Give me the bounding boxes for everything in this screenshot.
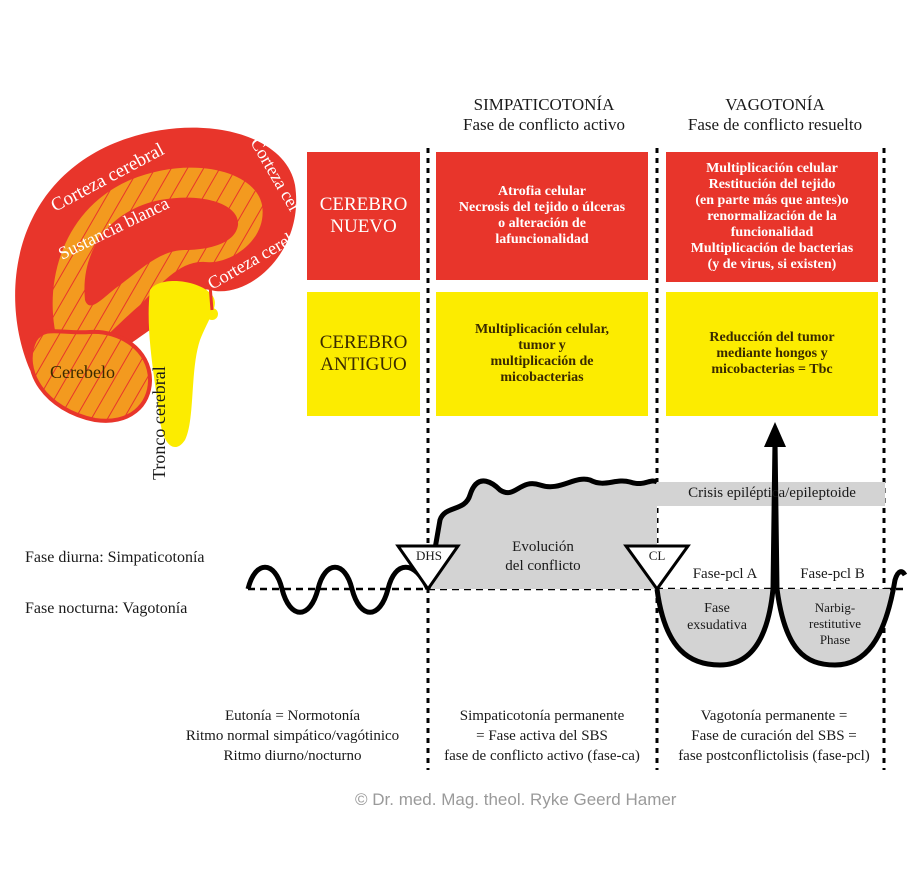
footer-active: Simpaticotonía permanente = Fase activa …: [444, 708, 640, 764]
old-brain-healing-box: Reducción del tumor mediante hongos y mi…: [666, 292, 878, 416]
healing-curve: [654, 439, 908, 668]
brain-illustration: Corteza cerebral Corteza cer Corteza cer…: [15, 127, 310, 480]
day-phase-label: Fase diurna: Simpaticotonía: [25, 549, 205, 566]
dhs-triangle: [395, 544, 461, 592]
brainstem-shape: [148, 280, 215, 448]
healing-bowl-a: [657, 589, 775, 665]
header-vagotonia-subtitle: Fase de conflicto resuelto: [687, 115, 863, 134]
footer-normal: Eutonía = Normotonía Ritmo normal simpát…: [185, 708, 400, 764]
cerebellum-shape: [28, 329, 153, 423]
header-sympathicotonia-subtitle: Fase de conflicto activo: [463, 115, 625, 134]
scar-phase-label: Narbig- restitutive Phase: [809, 600, 861, 647]
cerebellum-label: Cerebelo: [50, 362, 115, 382]
footer-healing: Vagotonía permanente = Fase de curación …: [678, 708, 870, 764]
normal-rhythm-line: [245, 564, 431, 615]
cl-triangle: [623, 544, 691, 592]
header-sympathicotonia: SIMPATICOTONÍA Fase de conflicto activo: [428, 95, 660, 135]
header-sympathicotonia-title: SIMPATICOTONÍA: [473, 95, 615, 114]
new-brain-active-box: Atrofia celular Necrosis del tejido o úl…: [436, 152, 648, 280]
exudative-label: Fase exsudativa: [687, 601, 747, 633]
old-brain-active-box: Multiplicación celular, tumor y multipli…: [436, 292, 648, 416]
new-brain-label: CEREBRO NUEVO: [307, 152, 420, 280]
crisis-arrow-head: [764, 422, 786, 447]
evolution-label: Evolución del conflicto: [505, 539, 581, 574]
pcl-a-label: Fase-pcl A: [692, 566, 758, 582]
crisis-label: Crisis epiléptica/epileptoide: [688, 485, 856, 501]
new-brain-healing-box: Multiplicación celular Restitución del t…: [666, 152, 878, 282]
cl-label: CL: [648, 548, 666, 563]
night-phase-label: Fase nocturna: Vagotonía: [25, 600, 188, 617]
dhs-label: DHS: [415, 548, 442, 563]
conflict-evolution-area: [428, 479, 657, 589]
header-vagotonia-title: VAGOTONÍA: [725, 95, 825, 114]
brainstem-label: Tronco cerebral: [149, 366, 169, 480]
crisis-band: [657, 482, 885, 506]
old-brain-label: CEREBRO ANTIGUO: [307, 292, 420, 416]
healing-bowl-b: [775, 589, 890, 665]
pcl-b-label: Fase-pcl B: [800, 566, 865, 582]
copyright-watermark: © Dr. med. Mag. theol. Ryke Geerd Hamer: [355, 790, 677, 809]
header-vagotonia: VAGOTONÍA Fase de conflicto resuelto: [660, 95, 890, 135]
